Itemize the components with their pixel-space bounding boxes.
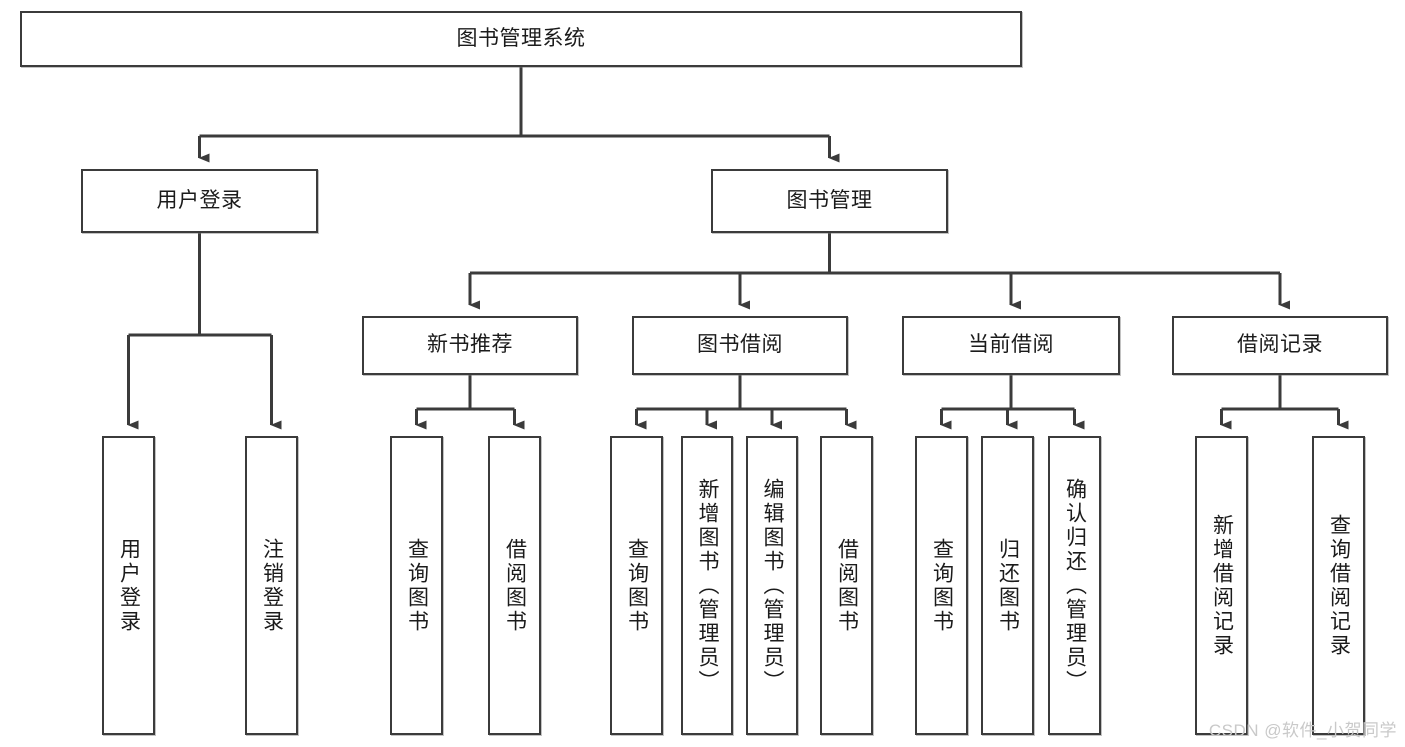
node-leaf9[interactable]: 查询图书 [915,436,968,735]
node-leaf8[interactable]: 借阅图书 [820,436,873,735]
node-label: 借阅图书 [503,537,527,634]
node-newbook[interactable]: 新书推荐 [362,316,578,375]
node-label: 查询图书 [625,537,649,634]
node-bookmgmt[interactable]: 图书管理 [711,169,948,233]
node-leaf12[interactable]: 新增借阅记录 [1195,436,1248,735]
node-root[interactable]: 图书管理系统 [20,11,1022,67]
node-label: 用户登录 [117,537,141,634]
node-current[interactable]: 当前借阅 [902,316,1120,375]
node-label: 图书管理 [786,188,873,212]
node-label: 借阅记录 [1237,333,1323,357]
node-label: 归还图书 [996,537,1020,634]
node-label: 新书推荐 [427,333,513,357]
node-borrow[interactable]: 图书借阅 [632,316,848,375]
node-leaf13[interactable]: 查询借阅记录 [1312,436,1365,735]
node-label: 新增借阅记录 [1210,513,1234,658]
node-label: 编辑图书（管理员） [761,477,785,694]
node-leaf1[interactable]: 用户登录 [102,436,155,735]
node-leaf10[interactable]: 归还图书 [981,436,1034,735]
edge-paths [127,67,1349,430]
node-leaf2[interactable]: 注销登录 [245,436,298,735]
node-leaf7[interactable]: 编辑图书（管理员） [746,436,798,735]
node-records[interactable]: 借阅记录 [1172,316,1388,375]
node-label: 确认归还（管理员） [1063,477,1087,694]
node-label: 借阅图书 [835,537,859,634]
node-leaf11[interactable]: 确认归还（管理员） [1048,436,1101,735]
node-leaf5[interactable]: 查询图书 [610,436,663,735]
node-leaf4[interactable]: 借阅图书 [488,436,541,735]
node-label: 图书借阅 [697,333,783,357]
node-label: 注销登录 [260,537,284,634]
node-label: 查询图书 [930,537,954,634]
node-label: 当前借阅 [968,333,1054,357]
node-login[interactable]: 用户登录 [81,169,318,233]
node-label: 新增图书（管理员） [696,477,720,694]
node-leaf3[interactable]: 查询图书 [390,436,443,735]
node-leaf6[interactable]: 新增图书（管理员） [681,436,733,735]
node-label: 图书管理系统 [456,26,586,50]
node-label: 查询图书 [405,537,429,634]
node-label: 查询借阅记录 [1327,513,1351,658]
node-label: 用户登录 [156,188,243,212]
